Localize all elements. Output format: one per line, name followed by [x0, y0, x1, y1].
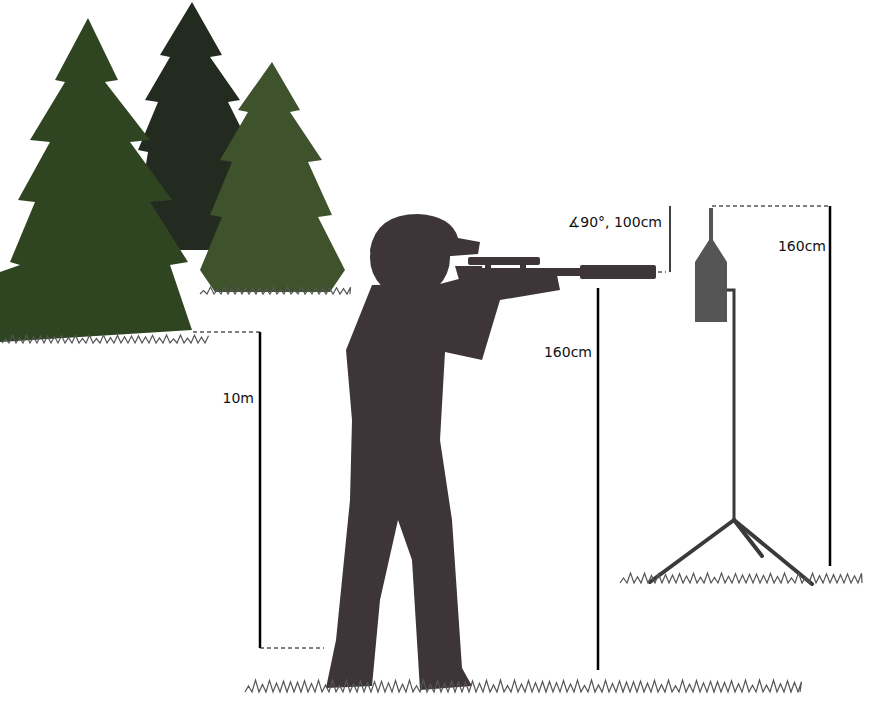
- tree-right: [200, 62, 345, 292]
- tree-front: [0, 18, 192, 342]
- grass-row: [2, 335, 209, 343]
- shooter-body: [326, 270, 560, 690]
- dimension-lines: [193, 206, 830, 670]
- rifle-scope: [468, 257, 540, 265]
- scope-mount: [520, 263, 526, 269]
- dimension-label: 160cm: [542, 343, 594, 361]
- rifle-suppressor: [580, 265, 656, 279]
- shooter-cap: [370, 214, 480, 262]
- grass-row: [620, 573, 862, 583]
- dim-line: [829, 206, 832, 566]
- grass-row: [200, 287, 351, 294]
- dim-dash: [712, 206, 830, 207]
- shooter: [326, 214, 656, 690]
- dimension-label: 160cm: [776, 237, 828, 255]
- grass-row: [245, 680, 802, 692]
- dim-line: [259, 332, 262, 648]
- target-plate: [695, 208, 727, 322]
- grass: [2, 287, 862, 692]
- dim-line: [669, 206, 671, 272]
- dim-dash: [193, 332, 260, 333]
- target: [650, 208, 812, 584]
- tripod: [650, 520, 812, 584]
- dim-dash: [260, 648, 324, 649]
- scope-mount: [485, 263, 491, 269]
- dim-dash: [658, 272, 666, 273]
- target-stand: [727, 290, 734, 522]
- dimension-label: 10m: [221, 389, 256, 407]
- dimension-label: ∡90°, 100cm: [566, 213, 664, 231]
- dim-line: [597, 288, 600, 670]
- rifle-stock: [455, 266, 484, 290]
